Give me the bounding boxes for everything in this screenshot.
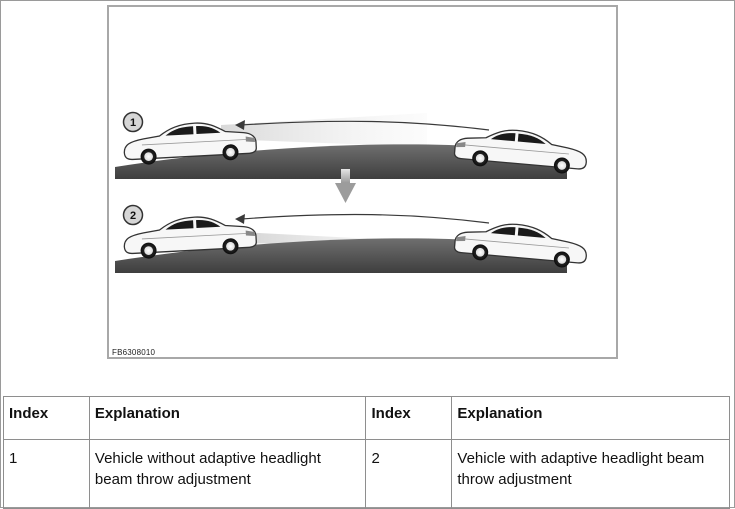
light-path-line-2 xyxy=(240,213,490,224)
header-index-1: Index xyxy=(3,396,90,440)
header-explanation-2: Explanation xyxy=(451,396,730,440)
figure-code: FB6308010 xyxy=(112,348,156,357)
cell-explanation-1: Vehicle without adaptive headlight beam … xyxy=(88,439,367,509)
scene-1: 1 xyxy=(115,111,588,179)
svg-text:1: 1 xyxy=(130,117,136,129)
marker-2: 2 xyxy=(122,204,144,226)
illustration-svg: 1 2 xyxy=(115,111,616,273)
light-path-line-1 xyxy=(240,120,490,131)
transition-down-arrow xyxy=(335,169,356,203)
headlight-illustration: 1 2 FB6308010 xyxy=(107,5,618,359)
cell-index-2: 2 xyxy=(365,439,453,509)
cell-index-1: 1 xyxy=(3,439,90,509)
svg-text:2: 2 xyxy=(130,210,136,222)
arrowhead-2 xyxy=(235,214,245,224)
header-index-2: Index xyxy=(365,396,453,440)
table-row: 1 Vehicle without adaptive headlight bea… xyxy=(3,439,730,509)
legend-table: Index Explanation Index Explanation 1 Ve… xyxy=(3,396,730,509)
arrowhead-1 xyxy=(235,120,245,130)
scene-2: 2 xyxy=(115,204,588,273)
cell-explanation-2: Vehicle with adaptive headlight beam thr… xyxy=(451,439,730,509)
marker-1: 1 xyxy=(122,111,144,133)
table-header-row: Index Explanation Index Explanation xyxy=(3,396,730,440)
header-explanation-1: Explanation xyxy=(88,396,367,440)
